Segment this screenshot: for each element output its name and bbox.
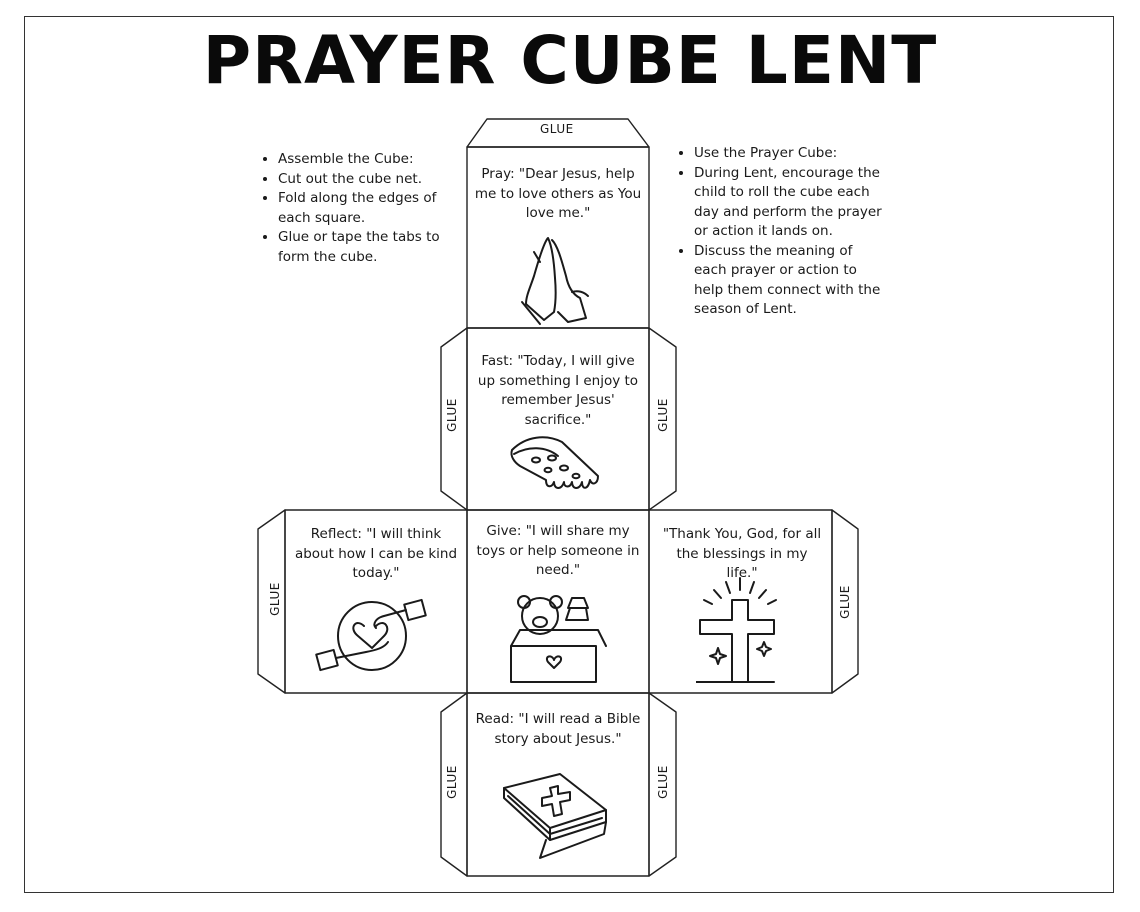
page-title: PRAYER CUBE LENT <box>202 22 938 99</box>
glue-label-read-right: GLUE <box>656 765 670 799</box>
assembly-step: Cut out the cube net. <box>278 170 468 190</box>
bible-icon <box>503 773 607 859</box>
usage-step: During Lent, encourage the child to roll… <box>694 164 889 242</box>
glue-label-fast-right: GLUE <box>656 398 670 432</box>
cross-icon <box>696 577 777 683</box>
glue-label-thank: GLUE <box>838 585 852 619</box>
page-border <box>24 16 1114 893</box>
read-face-text: Read: "I will read a Bible story about J… <box>475 711 641 747</box>
toy-box-icon <box>510 595 607 683</box>
assembly-step: Glue or tape the tabs to form the cube. <box>278 228 468 267</box>
pizza-slice-icon <box>510 436 599 489</box>
assembly-step: Fold along the edges of each square. <box>278 189 468 228</box>
usage-step: Discuss the meaning of each prayer or ac… <box>694 242 889 320</box>
glue-label-read-left: GLUE <box>445 765 459 799</box>
assembly-heading: Assemble the Cube: <box>278 150 468 170</box>
assembly-instructions: Assemble the Cube: Cut out the cube net.… <box>260 150 468 267</box>
glue-label-top: GLUE <box>540 122 574 136</box>
thank-face-text: "Thank You, God, for all the blessings i… <box>662 526 822 581</box>
give-face-text: Give: "I will share my toys or help some… <box>476 523 640 578</box>
usage-heading: Use the Prayer Cube: <box>694 144 889 164</box>
fast-face-text: Fast: "Today, I will give up something I… <box>477 353 639 428</box>
heart-hands-icon <box>315 598 427 672</box>
reflect-face-text: Reflect: "I will think about how I can b… <box>294 526 458 581</box>
glue-label-reflect: GLUE <box>268 582 282 616</box>
usage-instructions: Use the Prayer Cube: During Lent, encour… <box>676 144 889 320</box>
praying-hands-icon <box>521 237 589 325</box>
pray-face-text: Pray: "Dear Jesus, help me to love other… <box>474 166 642 221</box>
glue-label-fast-left: GLUE <box>445 398 459 432</box>
